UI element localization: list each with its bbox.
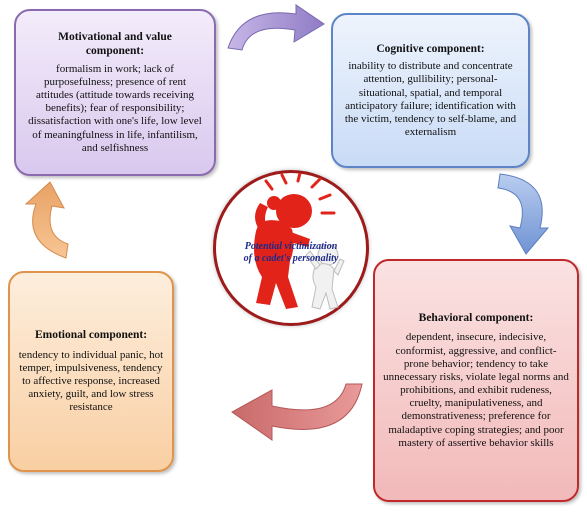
motivational-title-line1: Motivational and value [58, 30, 172, 43]
emotional-title: Emotional component: [34, 329, 148, 342]
motivational-component-box: Motivational and value component: formal… [14, 9, 216, 176]
motivational-title-line2: component: [85, 45, 145, 58]
cognitive-component-box: Cognitive component: inability to distri… [331, 13, 530, 168]
center-label-line1: Potential victimization [244, 241, 338, 252]
motivational-title: Motivational and value component: [58, 30, 172, 59]
top-curved-arrow [227, 4, 325, 51]
victimization-figure-illustration [254, 173, 345, 310]
emotional-component-box: Emotional component: tendency to individ… [8, 271, 174, 472]
emotional-body: tendency to individual panic, hot temper… [18, 348, 164, 414]
bottom-curved-arrow [231, 383, 363, 441]
left-curved-arrow [24, 181, 69, 259]
center-circle: Potential victimization of a cadet's per… [213, 170, 369, 326]
center-label-line2: of a cadet's personality [243, 253, 339, 264]
cognitive-body: inability to distribute and concentrate … [344, 60, 517, 139]
behavioral-component-box: Behavioral component: dependent, insecur… [373, 259, 579, 502]
right-curved-arrow [497, 173, 550, 255]
behavioral-body: dependent, insecure, indecisive, conform… [383, 331, 569, 449]
motivational-body: formalism in work; lack of purposefulnes… [28, 62, 202, 154]
cognitive-title: Cognitive component: [376, 42, 485, 55]
behavioral-title: Behavioral component: [418, 311, 534, 324]
center-label: Potential victimization of a cadet's per… [216, 241, 366, 265]
